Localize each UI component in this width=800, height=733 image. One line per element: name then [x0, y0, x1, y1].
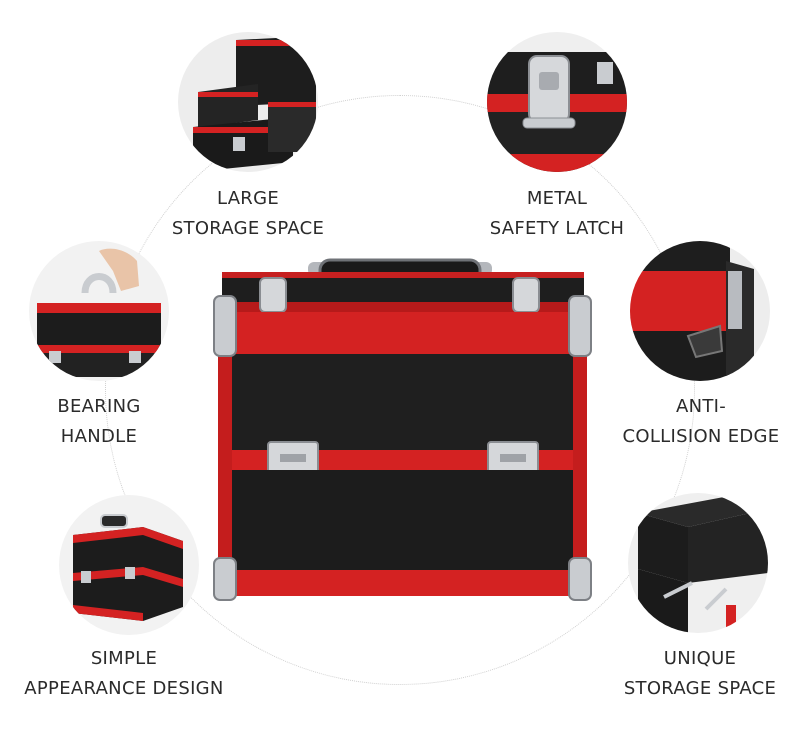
label-anti-collision: ANTI- COLLISION EDGE — [622, 396, 780, 447]
metal-latch-photo — [487, 32, 627, 172]
label-unique-storage: UNIQUE STORAGE SPACE — [623, 648, 777, 699]
label-simple-design: SIMPLE APPEARANCE DESIGN — [24, 648, 224, 699]
simple-design-photo — [59, 495, 199, 635]
label-bearing-handle: BEARING HANDLE — [57, 396, 141, 447]
unique-storage-photo — [628, 493, 768, 633]
main-case-photo — [210, 258, 595, 603]
large-storage-photo — [178, 32, 318, 172]
dotted-ring — [105, 95, 695, 685]
bearing-handle-photo — [29, 241, 169, 381]
anti-collision-photo — [630, 241, 770, 381]
label-large-storage: LARGE STORAGE SPACE — [171, 188, 325, 239]
label-metal-latch: METAL SAFETY LATCH — [489, 188, 625, 239]
